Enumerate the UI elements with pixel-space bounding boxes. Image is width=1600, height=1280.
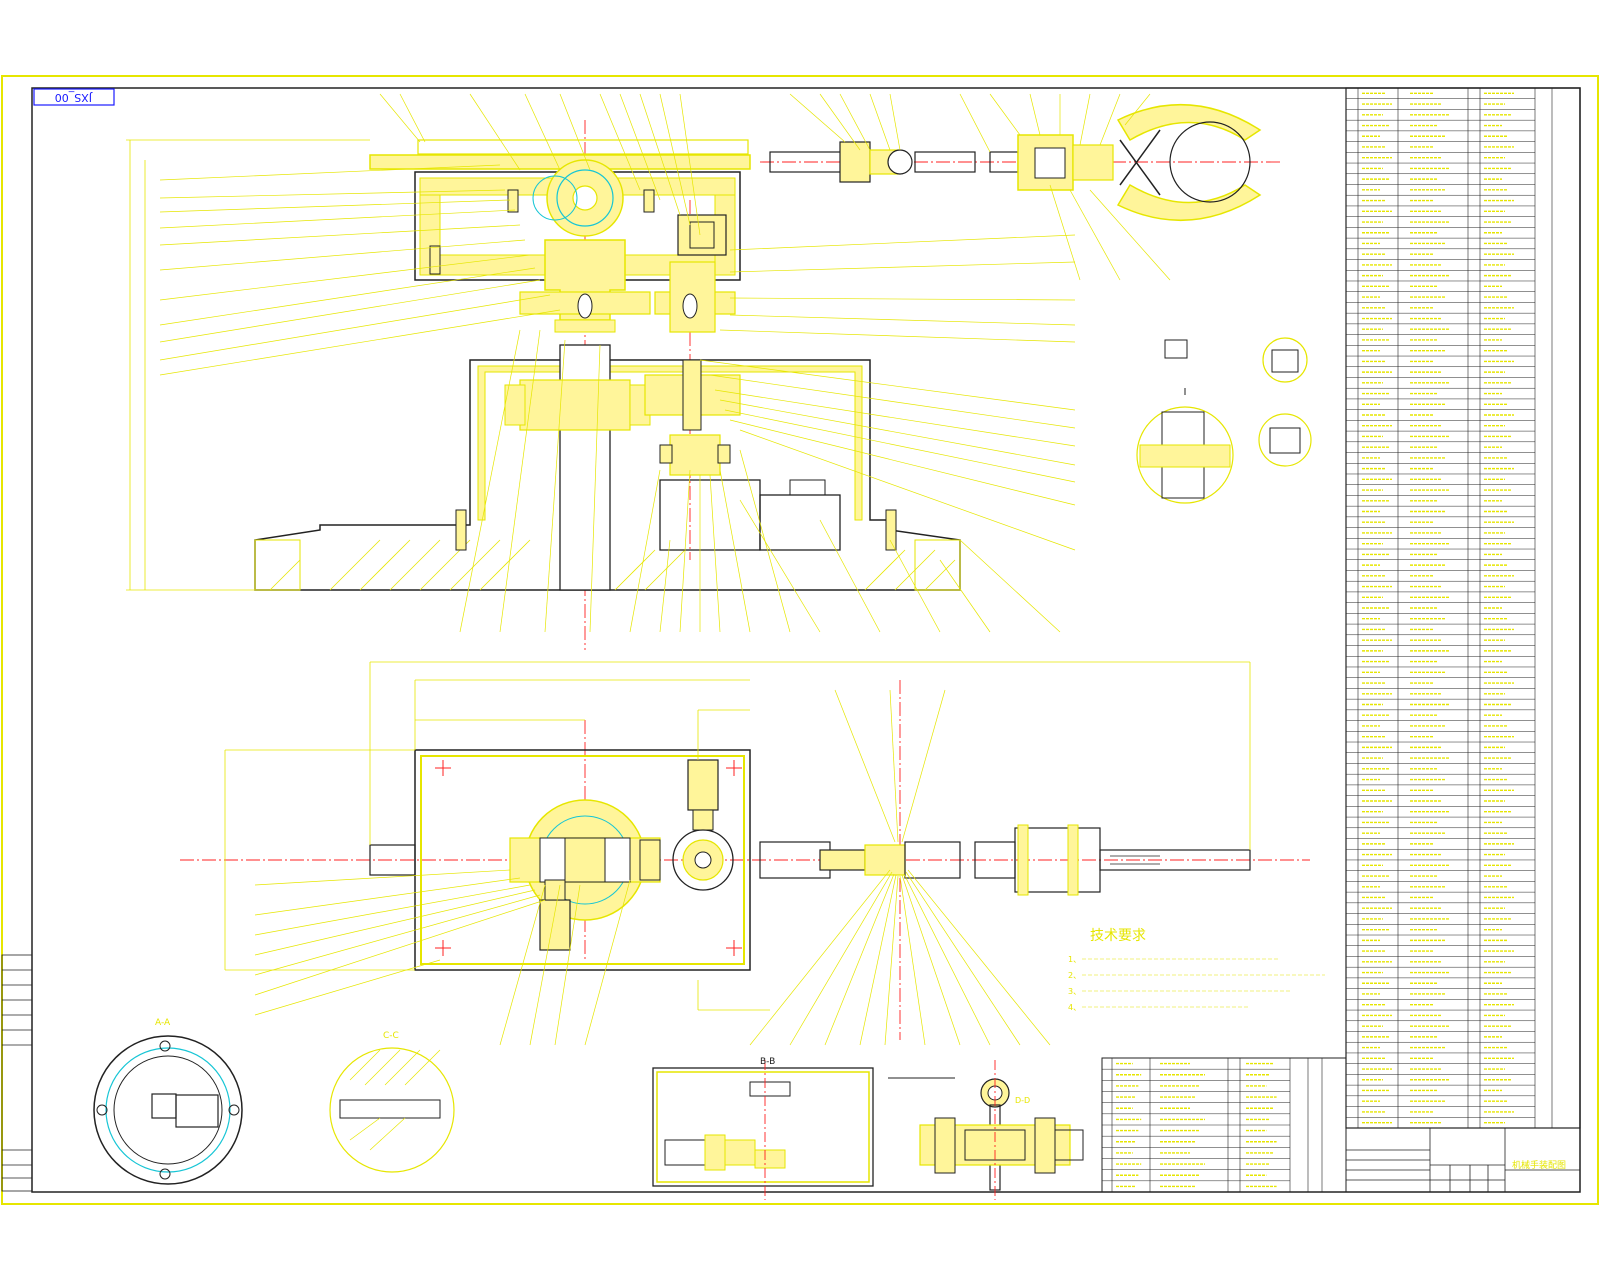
left-edge-table bbox=[1, 954, 33, 1192]
leader-lines-front-top bbox=[379, 93, 1151, 236]
leader-lines-front-left bbox=[159, 164, 561, 376]
tech-req-item-4: 4、 bbox=[1068, 1003, 1081, 1012]
drawing-code: JXS_00 bbox=[55, 91, 93, 104]
inner-frame bbox=[31, 87, 1581, 1193]
section-mark-aa: A-A bbox=[155, 1018, 171, 1028]
lower-parts-list bbox=[1101, 1057, 1347, 1193]
section-mark-dd: D-D bbox=[1015, 1096, 1030, 1105]
leader-lines-top-view bbox=[254, 689, 1051, 1046]
top-view bbox=[180, 661, 1310, 1040]
tech-req-item-1: 1、 bbox=[1068, 955, 1081, 964]
parts-list bbox=[1345, 87, 1581, 1129]
drawing-code-box: JXS_00 bbox=[33, 88, 115, 106]
section-mark-bb: B-B bbox=[760, 1057, 775, 1067]
tech-req-item-2: 2、 bbox=[1068, 971, 1081, 980]
tech-req-item-3: 3、 bbox=[1068, 987, 1081, 996]
detail-views bbox=[1136, 337, 1312, 504]
leader-lines-front-right bbox=[699, 184, 1171, 551]
front-view bbox=[126, 103, 1280, 650]
title-block bbox=[1345, 1127, 1581, 1193]
outer-frame bbox=[1, 75, 1599, 1205]
leader-lines-front-bottom bbox=[459, 329, 1061, 633]
title-block-name: 机械手装配图 bbox=[1512, 1159, 1566, 1171]
section-mark-cc: C-C bbox=[383, 1031, 399, 1041]
tech-requirements-heading: 技术要求 bbox=[1090, 928, 1146, 944]
tech-requirements: 技术要求 1、 2、 3、 4、 bbox=[1068, 928, 1325, 1012]
bottom-detail-views: A-A C-C B-B D-D bbox=[93, 1018, 1084, 1200]
